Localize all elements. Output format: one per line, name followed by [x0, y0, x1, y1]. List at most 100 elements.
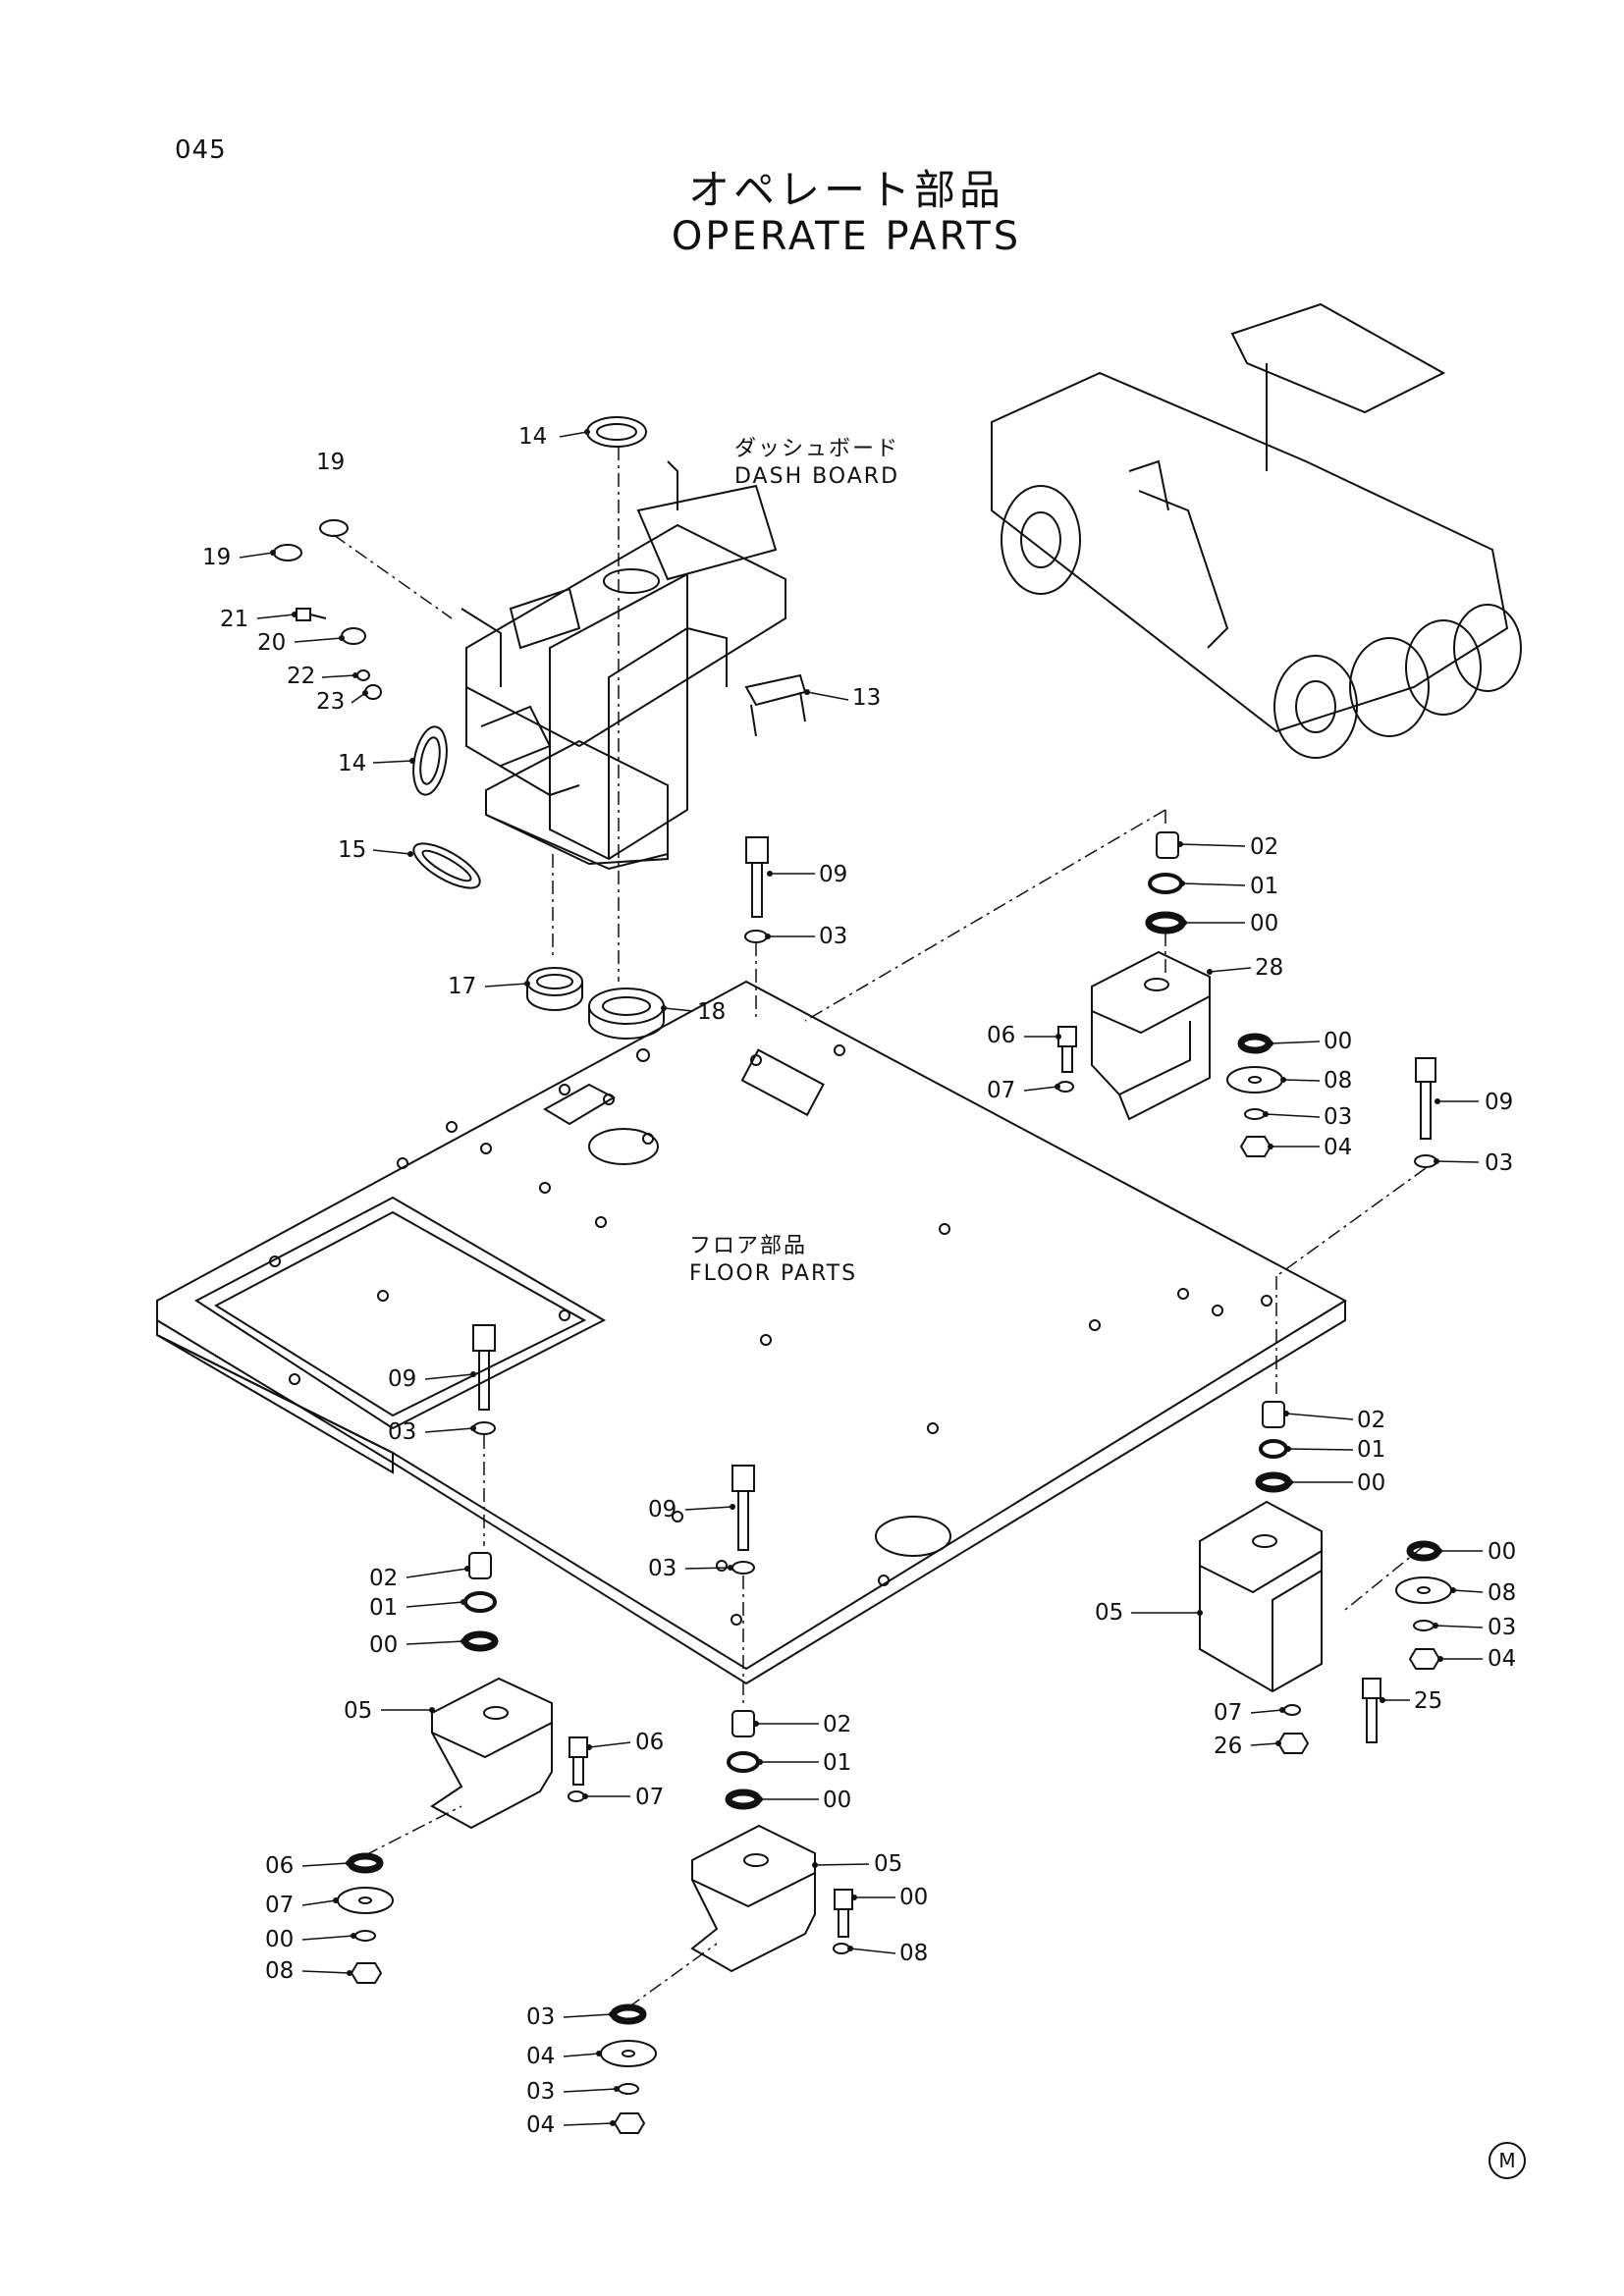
floor-parts-label-jp: フロア部品: [689, 1234, 808, 1258]
callout-09: 09: [648, 1497, 735, 1522]
callout-number: 00: [1324, 1029, 1352, 1054]
callout-number: 06: [635, 1730, 664, 1755]
callout-02: 02: [1283, 1408, 1385, 1433]
leader-line: [484, 981, 530, 988]
callout-02: 02: [1177, 834, 1278, 860]
callout-number: 14: [518, 424, 547, 450]
bolt-06-a: [1057, 1026, 1077, 1073]
leader-line: [239, 550, 276, 559]
roller-vehicle: [991, 302, 1522, 759]
seal-17: [526, 967, 583, 1011]
title-japanese: オペレート部品: [687, 166, 1004, 214]
callout-number: 19: [202, 545, 231, 570]
leader-line: [1268, 1041, 1321, 1046]
callout-09: 09: [1435, 1090, 1513, 1115]
callout-05: 05: [344, 1698, 435, 1724]
callout-number: 06: [265, 1853, 294, 1879]
callout-number: 01: [1250, 874, 1278, 899]
handle-19: [273, 519, 349, 561]
bolt-06-b: [568, 1736, 588, 1786]
callout-19: 19: [316, 450, 345, 475]
leader-line: [1177, 841, 1246, 847]
bolt-06-c: [834, 1889, 853, 1938]
callout-number: 28: [1255, 955, 1283, 981]
mount-05-right: [1199, 1500, 1323, 1693]
leader-line: [812, 1862, 870, 1868]
callout-13: 13: [804, 685, 881, 711]
callout-number: 09: [1485, 1090, 1513, 1115]
callout-number: 25: [1414, 1688, 1442, 1714]
floor-parts-label: フロア部品 FLOOR PARTS: [689, 1233, 857, 1288]
callout-number: 15: [338, 837, 366, 863]
callout-number: 05: [344, 1698, 372, 1724]
callout-number: 01: [1357, 1437, 1385, 1463]
callout-26: 26: [1214, 1734, 1281, 1759]
leader-line: [256, 612, 298, 619]
seal-18: [588, 988, 665, 1040]
leader-line: [294, 635, 345, 643]
callout-06: 06: [987, 1023, 1061, 1048]
callout-number: 05: [874, 1851, 902, 1877]
callout-number: 22: [287, 664, 315, 689]
leader-line: [301, 1860, 352, 1867]
mount-05-center: [690, 1824, 816, 1973]
callout-number: 04: [526, 2044, 555, 2069]
leader-line: [406, 1638, 466, 1645]
callout-number: 00: [823, 1788, 851, 1813]
leader-line: [1433, 1623, 1484, 1629]
callout-18: 18: [661, 999, 726, 1025]
callout-number: 14: [338, 751, 366, 776]
leader-line: [559, 429, 590, 438]
leader-line: [1023, 1084, 1060, 1092]
dash-board-console: [460, 460, 786, 871]
leader-line: [424, 1371, 476, 1380]
leader-line: [684, 1504, 735, 1511]
callout-number: 00: [899, 1885, 928, 1910]
mount-28: [1091, 950, 1211, 1121]
callout-number: 04: [1488, 1646, 1516, 1672]
callout-02: 02: [369, 1566, 470, 1591]
callout-number: 02: [1357, 1408, 1385, 1433]
title-english: OPERATE PARTS: [671, 214, 1022, 259]
grommet-14-side: [412, 725, 448, 796]
bolt-09-d: [731, 1465, 755, 1551]
floor-holes: [269, 1044, 1272, 1626]
callout-21: 21: [220, 607, 298, 632]
callout-00: 00: [757, 1788, 851, 1813]
bolt-25: [1362, 1678, 1381, 1743]
callout-08: 08: [1450, 1580, 1516, 1606]
clamp-20: [341, 627, 366, 645]
callout-number: 03: [526, 2004, 555, 2030]
leader-line: [1283, 1411, 1354, 1420]
callout-00: 00: [1181, 911, 1278, 936]
callout-number: 09: [648, 1497, 677, 1522]
grommet-15: [412, 842, 481, 889]
leader-line: [847, 1946, 896, 1954]
leader-line: [301, 1897, 339, 1906]
callout-number: 17: [448, 974, 476, 999]
callout-number: 03: [526, 2079, 555, 2105]
callout-number: 08: [265, 1958, 294, 1984]
bolt-21: [296, 608, 327, 621]
washers-08: [337, 1066, 1452, 2067]
leader-line: [1280, 1077, 1321, 1083]
callout-09: 09: [767, 862, 847, 887]
callout-25: 25: [1380, 1688, 1442, 1714]
callout-07: 07: [987, 1078, 1060, 1103]
mount-05-left: [430, 1677, 553, 1830]
callout-number: 00: [369, 1632, 398, 1658]
callout-number: 03: [1488, 1615, 1516, 1640]
leader-line: [301, 1933, 356, 1941]
leader-line: [563, 2086, 620, 2093]
callout-03: 03: [1434, 1150, 1513, 1176]
callout-17: 17: [448, 974, 530, 999]
callout-number: 01: [823, 1750, 851, 1776]
callout-04: 04: [1437, 1646, 1516, 1672]
leader-line: [563, 2051, 602, 2057]
floor-parts-label-en: FLOOR PARTS: [689, 1261, 858, 1286]
leader-line: [1179, 881, 1246, 886]
bolt-09-b: [1415, 1057, 1436, 1140]
callout-number: 07: [987, 1078, 1015, 1103]
callout-number: 07: [265, 1893, 294, 1918]
